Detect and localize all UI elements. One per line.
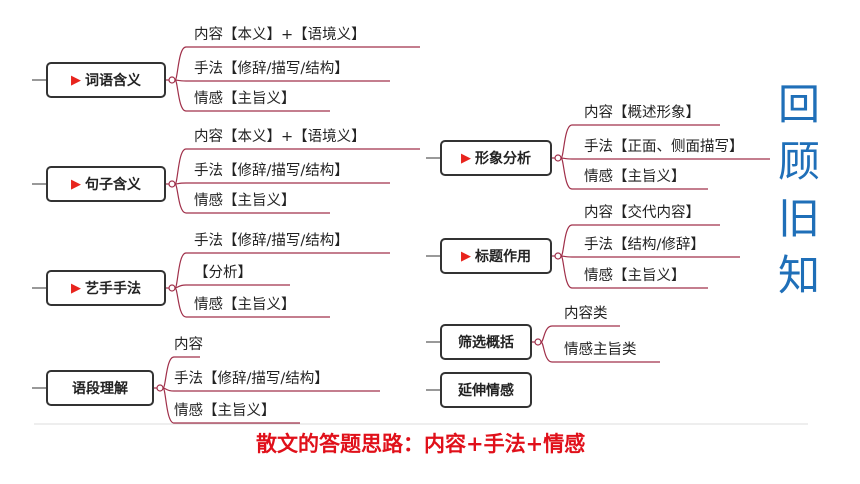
branch-line	[174, 148, 420, 185]
branch-label: 情感【主旨义】	[584, 268, 686, 284]
branch-line	[162, 356, 200, 389]
branch-label: 手法【修辞/描写/结构】	[194, 163, 349, 179]
branch-label: 内容类	[564, 306, 608, 322]
collapse-toggle[interactable]	[168, 284, 176, 292]
side-char: 顾	[777, 137, 820, 186]
topic-label: 延伸情感	[458, 383, 514, 399]
topic-node[interactable]: ▶艺手手法	[46, 270, 166, 306]
collapse-toggle[interactable]	[156, 384, 164, 392]
branch-line	[174, 287, 330, 318]
topic-label: 艺手手法	[85, 281, 141, 297]
topic-node[interactable]: 延伸情感	[440, 372, 532, 408]
topic-label: 语段理解	[72, 381, 128, 397]
branch-line	[560, 255, 708, 289]
flag-icon: ▶	[71, 280, 81, 296]
answer-approach-footer: 散文的答题思路：内容+手法+情感	[256, 431, 586, 456]
branch-line	[174, 79, 390, 82]
branch-line	[560, 255, 740, 258]
topic-label: 句子含义	[85, 177, 141, 193]
branch-label: 手法【修辞/描写/结构】	[174, 371, 329, 387]
side-char: 回	[777, 80, 820, 129]
collapse-toggle[interactable]	[168, 180, 176, 188]
flag-icon: ▶	[71, 176, 81, 192]
collapse-toggle[interactable]	[554, 154, 562, 162]
topic-node[interactable]: ▶标题作用	[440, 238, 552, 274]
branch-label: 情感主旨类	[564, 342, 637, 358]
topic-label: 形象分析	[475, 151, 531, 167]
flag-icon: ▶	[461, 248, 471, 264]
branch-line	[560, 157, 770, 160]
branch-label: 【分析】	[194, 265, 252, 281]
topic-label: 词语含义	[85, 73, 141, 89]
topic-node[interactable]: ▶句子含义	[46, 166, 166, 202]
collapse-toggle[interactable]	[534, 338, 542, 346]
branch-label: 手法【修辞/描写/结构】	[194, 233, 349, 249]
branch-label: 内容【概述形象】	[584, 105, 700, 121]
branch-line	[560, 157, 708, 190]
branch-label: 手法【修辞/描写/结构】	[194, 61, 349, 77]
topic-node[interactable]: 筛选概括	[440, 324, 532, 360]
branch-line	[174, 182, 390, 185]
branch-line	[174, 284, 290, 289]
collapse-toggle[interactable]	[168, 76, 176, 84]
side-title: 回 顾 旧 知	[768, 76, 830, 304]
branch-line	[174, 79, 330, 112]
branch-label: 内容【本义】+【语境义】	[194, 27, 366, 43]
topic-node[interactable]: 语段理解	[46, 370, 154, 406]
branch-line	[560, 124, 720, 159]
branch-line	[162, 387, 300, 424]
branch-label: 手法【正面、侧面描写】	[584, 139, 744, 155]
branch-label: 情感【主旨义】	[194, 91, 296, 107]
branch-line	[162, 387, 380, 392]
topic-node[interactable]: ▶词语含义	[46, 62, 166, 98]
side-char: 知	[777, 251, 820, 300]
flag-icon: ▶	[71, 72, 81, 88]
flag-icon: ▶	[461, 150, 471, 166]
branch-label: 内容	[174, 337, 203, 353]
branch-label: 情感【主旨义】	[194, 193, 296, 209]
branch-line	[540, 325, 620, 343]
topic-label: 筛选概括	[458, 335, 514, 351]
branch-line	[174, 252, 390, 289]
branch-label: 情感【主旨义】	[174, 403, 276, 419]
branch-line	[174, 46, 420, 81]
branch-label: 情感【主旨义】	[584, 169, 686, 185]
side-char: 旧	[777, 194, 820, 243]
topic-label: 标题作用	[475, 249, 531, 265]
branch-label: 内容【交代内容】	[584, 205, 700, 221]
branch-line	[540, 341, 660, 363]
topic-node[interactable]: ▶形象分析	[440, 140, 552, 176]
collapse-toggle[interactable]	[554, 252, 562, 260]
branch-label: 手法【结构/修辞】	[584, 237, 705, 253]
branch-line	[560, 224, 720, 257]
branch-label: 内容【本义】+【语境义】	[194, 129, 366, 145]
branch-label: 情感【主旨义】	[194, 297, 296, 313]
branch-line	[174, 183, 330, 214]
